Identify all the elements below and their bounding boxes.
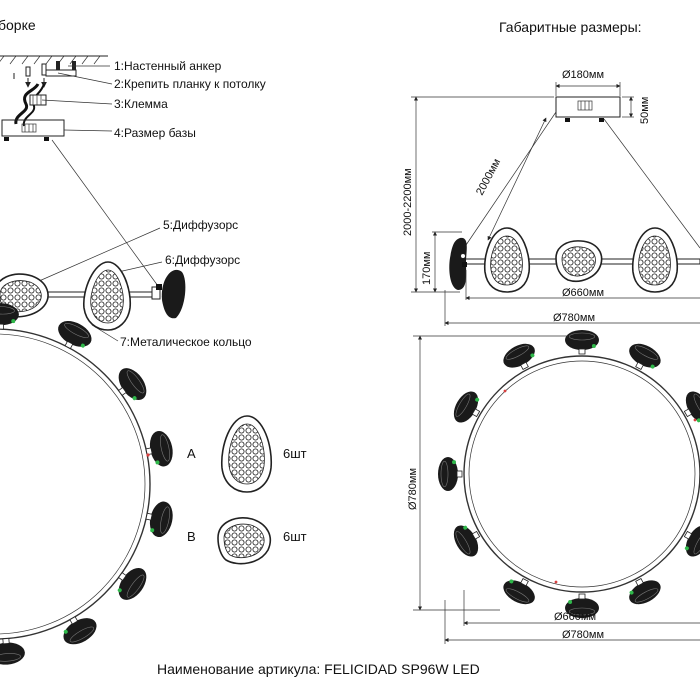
right-dish-10 bbox=[503, 577, 535, 605]
part-b-shade-icon bbox=[217, 517, 272, 565]
left-dish-7 bbox=[63, 616, 97, 645]
suspension-cable bbox=[51, 139, 159, 287]
dim-base-diameter: Ø180мм bbox=[562, 69, 604, 81]
anchor-screws bbox=[13, 61, 77, 88]
callout-diffuser-2: 6:Диффузорс bbox=[165, 253, 240, 267]
parts-list: A 6шт B 6шт bbox=[187, 415, 307, 565]
dim-total-height: 2000-2200мм bbox=[402, 168, 414, 236]
left-metal-ring bbox=[0, 328, 151, 640]
left-dish-1 bbox=[0, 303, 19, 330]
right-dish-3 bbox=[565, 330, 599, 355]
dim-overall-diameter-side: Ø780мм bbox=[553, 312, 595, 324]
dim-shade-egg-1 bbox=[483, 227, 531, 293]
wires-terminal bbox=[14, 83, 47, 127]
left-dish-8 bbox=[0, 638, 25, 665]
part-a-letter: A bbox=[187, 446, 196, 461]
right-metal-ring bbox=[463, 355, 700, 593]
callout-terminal: 3:Клемма bbox=[114, 97, 168, 111]
dim-cable-length: 2000мм bbox=[474, 157, 503, 198]
callout-metal-ring: 7:Металическое кольцо bbox=[120, 335, 252, 349]
left-ring-view bbox=[0, 303, 173, 665]
callout-labels: 1:Настенный анкер 2:Крепить планку к пот… bbox=[114, 59, 266, 349]
dim-shade-egg-2 bbox=[631, 227, 679, 293]
right-dish-9 bbox=[565, 593, 599, 618]
part-b-letter: B bbox=[187, 529, 196, 544]
dimensions-section: Габаритные размеры: Ø180мм 50мм 2000мм bbox=[402, 19, 700, 644]
part-b-count: 6шт bbox=[283, 529, 307, 544]
side-view-arm bbox=[0, 261, 186, 331]
dim-overall-diameter-top: Ø780мм bbox=[562, 629, 604, 641]
right-dish-2 bbox=[503, 343, 535, 371]
dim-canopy: Ø180мм 50мм bbox=[555, 69, 651, 124]
right-ring-dishes bbox=[438, 330, 700, 618]
dim-overall-diameter-vertical: Ø780мм bbox=[407, 468, 419, 510]
right-ring-view bbox=[438, 330, 700, 618]
dim-base-height: 50мм bbox=[639, 97, 651, 124]
assembly-section: борке bbox=[0, 17, 307, 665]
right-dish-4 bbox=[629, 343, 661, 371]
right-dish-7 bbox=[683, 525, 700, 557]
callout-diffuser-1: 5:Диффузорс bbox=[163, 218, 238, 232]
dim-side-lamp bbox=[449, 227, 700, 293]
ceiling bbox=[0, 55, 108, 65]
dim-ring-diameter-side: Ø660мм bbox=[562, 287, 604, 299]
canopy-base bbox=[1, 119, 65, 141]
left-dish-4 bbox=[145, 430, 173, 467]
callout-wall-anchor: 1:Настенный анкер bbox=[114, 59, 222, 73]
left-dish-2 bbox=[58, 321, 92, 350]
dimensions-header: Габаритные размеры: bbox=[499, 19, 642, 35]
dim-cable-right bbox=[603, 118, 700, 249]
dim-ring-diameter-top: Ø660мм bbox=[554, 611, 596, 623]
side-shade-egg bbox=[83, 261, 132, 331]
right-dish-12 bbox=[438, 457, 463, 491]
side-end-dish bbox=[161, 269, 186, 319]
right-dish-8 bbox=[629, 577, 661, 605]
left-dish-3 bbox=[118, 368, 147, 401]
left-ring-dishes bbox=[0, 303, 173, 665]
callout-leaders bbox=[29, 65, 163, 342]
left-dish-5 bbox=[145, 501, 173, 538]
dim-side-end-dish bbox=[449, 237, 467, 290]
dim-lamp-height: 170мм bbox=[421, 252, 433, 285]
assembly-header: борке bbox=[0, 17, 36, 33]
callout-mount-plate: 2:Крепить планку к потолку bbox=[114, 77, 266, 91]
right-dish-1 bbox=[453, 391, 481, 423]
left-dish-6 bbox=[117, 567, 147, 600]
part-a-count: 6шт bbox=[283, 446, 307, 461]
callout-base-size: 4:Размер базы bbox=[114, 126, 196, 140]
product-name-footer: Наименование артикула: FELICIDAD SP96W L… bbox=[157, 661, 480, 677]
part-a-shade-icon bbox=[221, 415, 273, 493]
dim-shade-round bbox=[555, 240, 603, 282]
right-dish-11 bbox=[453, 525, 481, 557]
